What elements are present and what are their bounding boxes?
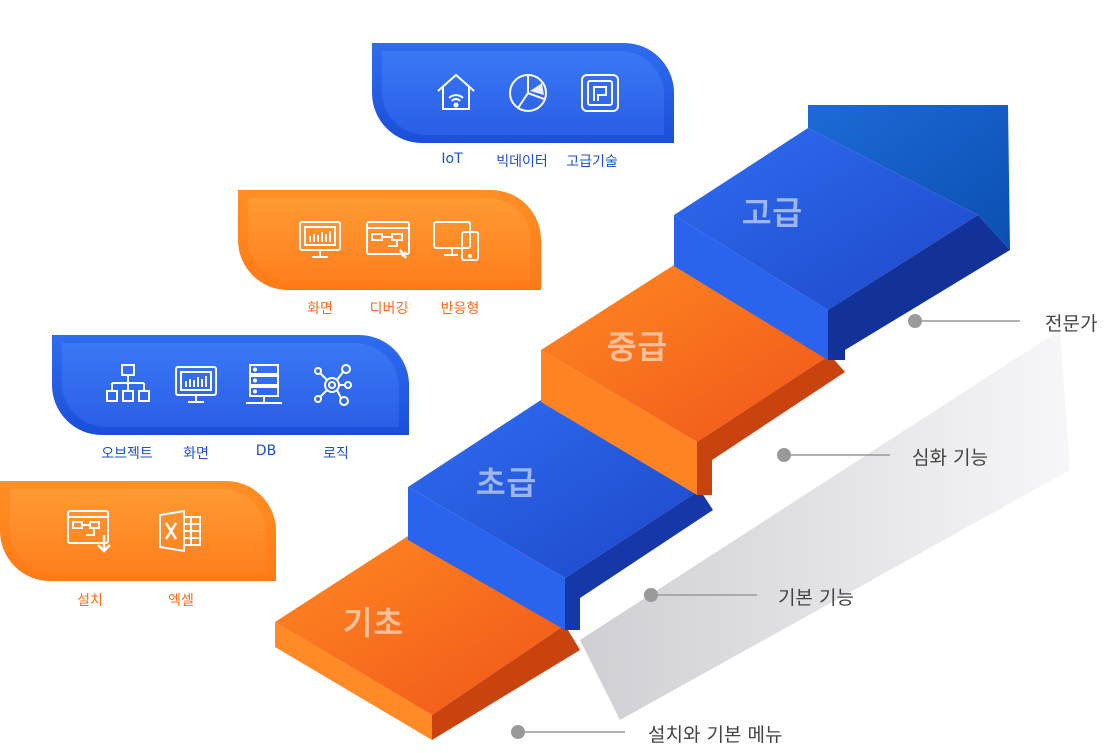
- excel-icon: [156, 507, 204, 555]
- advanced-skill-panel: [372, 43, 674, 143]
- leader-basic-feature-dot: [644, 588, 658, 602]
- level-expert: 전문가: [1045, 313, 1098, 335]
- intermediate-label-screen: 화면: [307, 301, 333, 317]
- basic-skill-panel: [0, 481, 276, 581]
- step-intermediate-front: [541, 350, 697, 495]
- basic-label-excel: 엑셀: [168, 593, 194, 609]
- arrow-head: [808, 105, 1010, 250]
- step-advanced-top: [674, 128, 978, 310]
- advanced-label-iot: IoT: [441, 151, 463, 167]
- step-basic-side: [432, 625, 580, 740]
- step-label-intermediate: 중급: [607, 328, 668, 366]
- level-install-menu: 설치와 기본 메뉴: [648, 724, 783, 746]
- network-nodes-icon: [308, 361, 356, 409]
- step-beginner-top: [408, 400, 700, 578]
- beginner-skill-panel: [52, 335, 409, 435]
- level-deep: 심화 기능: [912, 447, 988, 469]
- leader-install-menu-dot: [511, 725, 525, 739]
- responsive-devices-icon: [432, 216, 480, 264]
- step-label-basic: 기초: [343, 604, 404, 642]
- level-basic-feature: 기본 기능: [778, 587, 854, 609]
- basic-label-install: 설치: [77, 593, 103, 609]
- intermediate-label-responsive: 반응형: [440, 301, 480, 317]
- database-icon: [240, 361, 288, 409]
- beginner-label-db: DB: [255, 443, 277, 459]
- smart-home-icon: [432, 69, 480, 117]
- leader-expert-dot: [908, 314, 922, 328]
- step-beginner-side: [565, 490, 713, 630]
- beginner-label-screen: 화면: [183, 446, 209, 462]
- advanced-label-advtech: 고급기술: [566, 154, 618, 170]
- leader-deep-dot: [777, 448, 791, 462]
- beginner-label-object: 오브젝트: [101, 446, 153, 462]
- step-label-advanced: 고급: [742, 194, 803, 232]
- step-intermediate-top: [541, 265, 830, 442]
- step-beginner-front: [408, 487, 565, 630]
- step-intermediate-side: [697, 355, 845, 495]
- step-label-beginner: 초급: [476, 464, 537, 502]
- advanced-label-bigdata: 빅데이터: [496, 154, 548, 170]
- monitor-chart-icon: [172, 361, 220, 409]
- chip-icon: [576, 69, 624, 117]
- intermediate-skill-panel: [238, 190, 541, 290]
- install-flow-icon: [66, 507, 114, 555]
- step-basic-top: [275, 536, 565, 715]
- step-basic-front: [275, 622, 432, 740]
- step-advanced-side: [828, 215, 1010, 360]
- hierarchy-icon: [104, 361, 152, 409]
- step-advanced-front: [674, 215, 828, 360]
- staircase-shadow: [580, 330, 1070, 720]
- intermediate-label-debugging: 디버깅: [369, 301, 409, 317]
- debug-flow-icon: [364, 216, 412, 264]
- pie-chart-icon: [504, 69, 552, 117]
- monitor-chart-icon: [296, 216, 344, 264]
- beginner-label-logic: 로직: [323, 446, 349, 462]
